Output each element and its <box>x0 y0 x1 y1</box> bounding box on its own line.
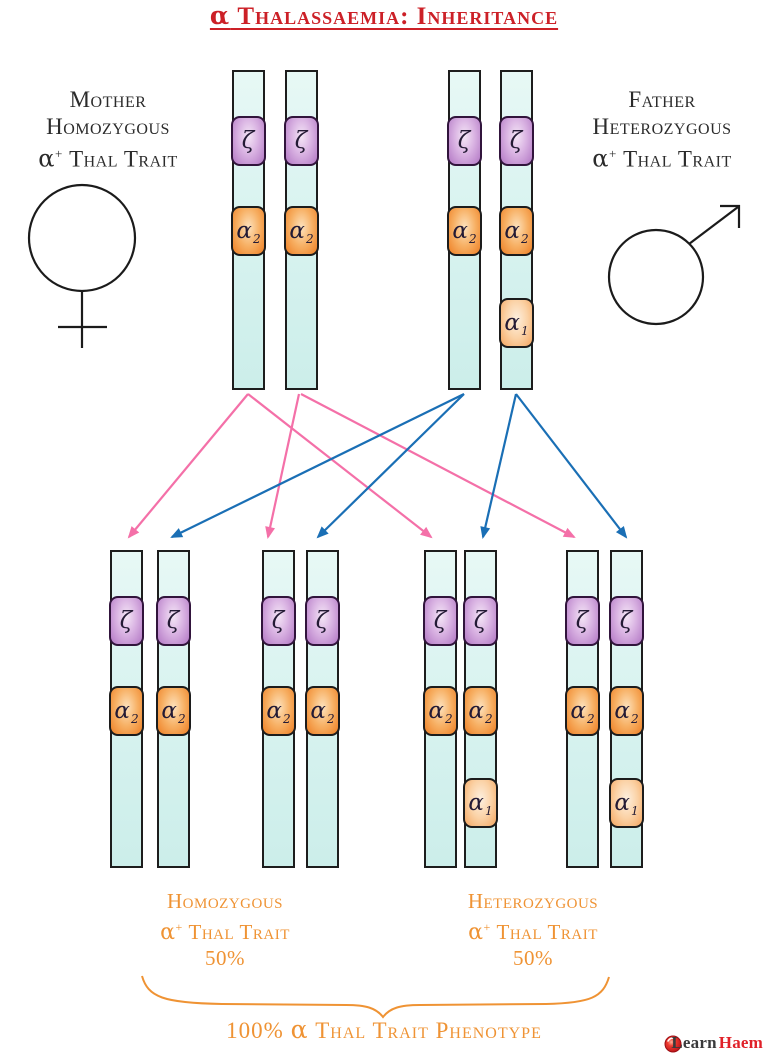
page-title: α Thalassaemia: Inheritance <box>0 3 768 31</box>
maternal-arrow-3 <box>247 393 433 539</box>
father-zygosity: Heterozygous <box>592 114 732 139</box>
father-genotype-sup: + <box>608 146 617 161</box>
alpha1-label: α <box>504 310 520 336</box>
mother-genotype-rest: Thal Trait <box>62 146 178 172</box>
zeta-gene-box: ζ <box>156 596 191 646</box>
maternal-arrow-2 <box>265 393 301 539</box>
phenotype-pre: 100% <box>226 1018 291 1043</box>
zeta-gene-box: ζ <box>499 116 534 166</box>
alpha2-sub: 2 <box>252 232 261 246</box>
female-circle <box>27 183 137 293</box>
outcome-homozygous-genotype: α+ Thal Trait <box>160 920 290 945</box>
father-label: Father Heterozygous α+ Thal Trait <box>556 86 768 173</box>
phenotype-alpha: α <box>290 1015 309 1044</box>
mother-genotype-alpha: α <box>38 144 55 173</box>
zeta-gene-box: ζ <box>463 596 498 646</box>
alpha1-sub: 1 <box>520 324 529 338</box>
male-arrow-shaft <box>688 206 739 245</box>
father-genotype: α+ Thal Trait <box>556 140 768 173</box>
title-alpha-symbol: α <box>209 1 231 30</box>
zeta-gene-box: ζ <box>284 116 319 166</box>
zeta-gene-box: ζ <box>261 596 296 646</box>
maternal-arrow-4 <box>300 393 576 538</box>
outcome-heterozygous-percent: 50% <box>513 946 553 970</box>
father-name: Father <box>628 87 696 112</box>
zeta-gene-box: ζ <box>565 596 600 646</box>
mother-genotype: α+ Thal Trait <box>2 140 214 173</box>
mother-genotype-sup: + <box>54 146 63 161</box>
zeta-label: ζ <box>241 128 255 154</box>
outcome-homozygous-label: Homozygous α+ Thal Trait 50% <box>105 888 345 971</box>
zeta-gene-box: ζ <box>305 596 340 646</box>
male-symbol-icon <box>607 204 741 326</box>
zeta-gene-box: ζ <box>609 596 644 646</box>
phenotype-brace <box>141 975 610 1019</box>
paternal-arrow-3 <box>480 393 518 539</box>
alpha2-label: α <box>236 218 252 244</box>
page-title-text: α Thalassaemia: Inheritance <box>210 3 558 30</box>
mother-zygosity: Homozygous <box>46 114 170 139</box>
phenotype-rest: Thal Trait Phenotype <box>308 1018 542 1043</box>
outcome-homozygous-percent: 50% <box>205 946 245 970</box>
phenotype-summary: 100% α Thal Trait Phenotype <box>0 1017 768 1044</box>
paternal-arrow-4 <box>515 393 628 539</box>
outcome-heterozygous-title: Heterozygous <box>467 889 599 913</box>
zeta-gene-box: ζ <box>109 596 144 646</box>
title-rest: Thalassaemia: Inheritance <box>230 3 559 30</box>
zeta-gene-box: ζ <box>447 116 482 166</box>
mother-label: Mother Homozygous α+ Thal Trait <box>2 86 214 173</box>
outcome-heterozygous-label: Heterozygous α+ Thal Trait 50% <box>413 888 653 971</box>
female-symbol-icon <box>27 183 137 348</box>
male-circle <box>607 228 705 326</box>
paternal-arrow-1 <box>170 393 465 538</box>
father-genotype-rest: Thal Trait <box>616 146 732 172</box>
mother-name: Mother <box>69 87 147 112</box>
logo-learn-text: Learn <box>671 1033 717 1052</box>
maternal-arrow-1 <box>127 393 249 539</box>
outcome-heterozygous-genotype: α+ Thal Trait <box>468 920 598 945</box>
zeta-gene-box: ζ <box>231 116 266 166</box>
outcome-homozygous-title: Homozygous <box>166 889 283 913</box>
zeta-gene-box: ζ <box>423 596 458 646</box>
father-genotype-alpha: α <box>592 144 609 173</box>
logo-haem-text: Haem <box>718 1033 763 1052</box>
paternal-arrow-2 <box>316 393 465 539</box>
